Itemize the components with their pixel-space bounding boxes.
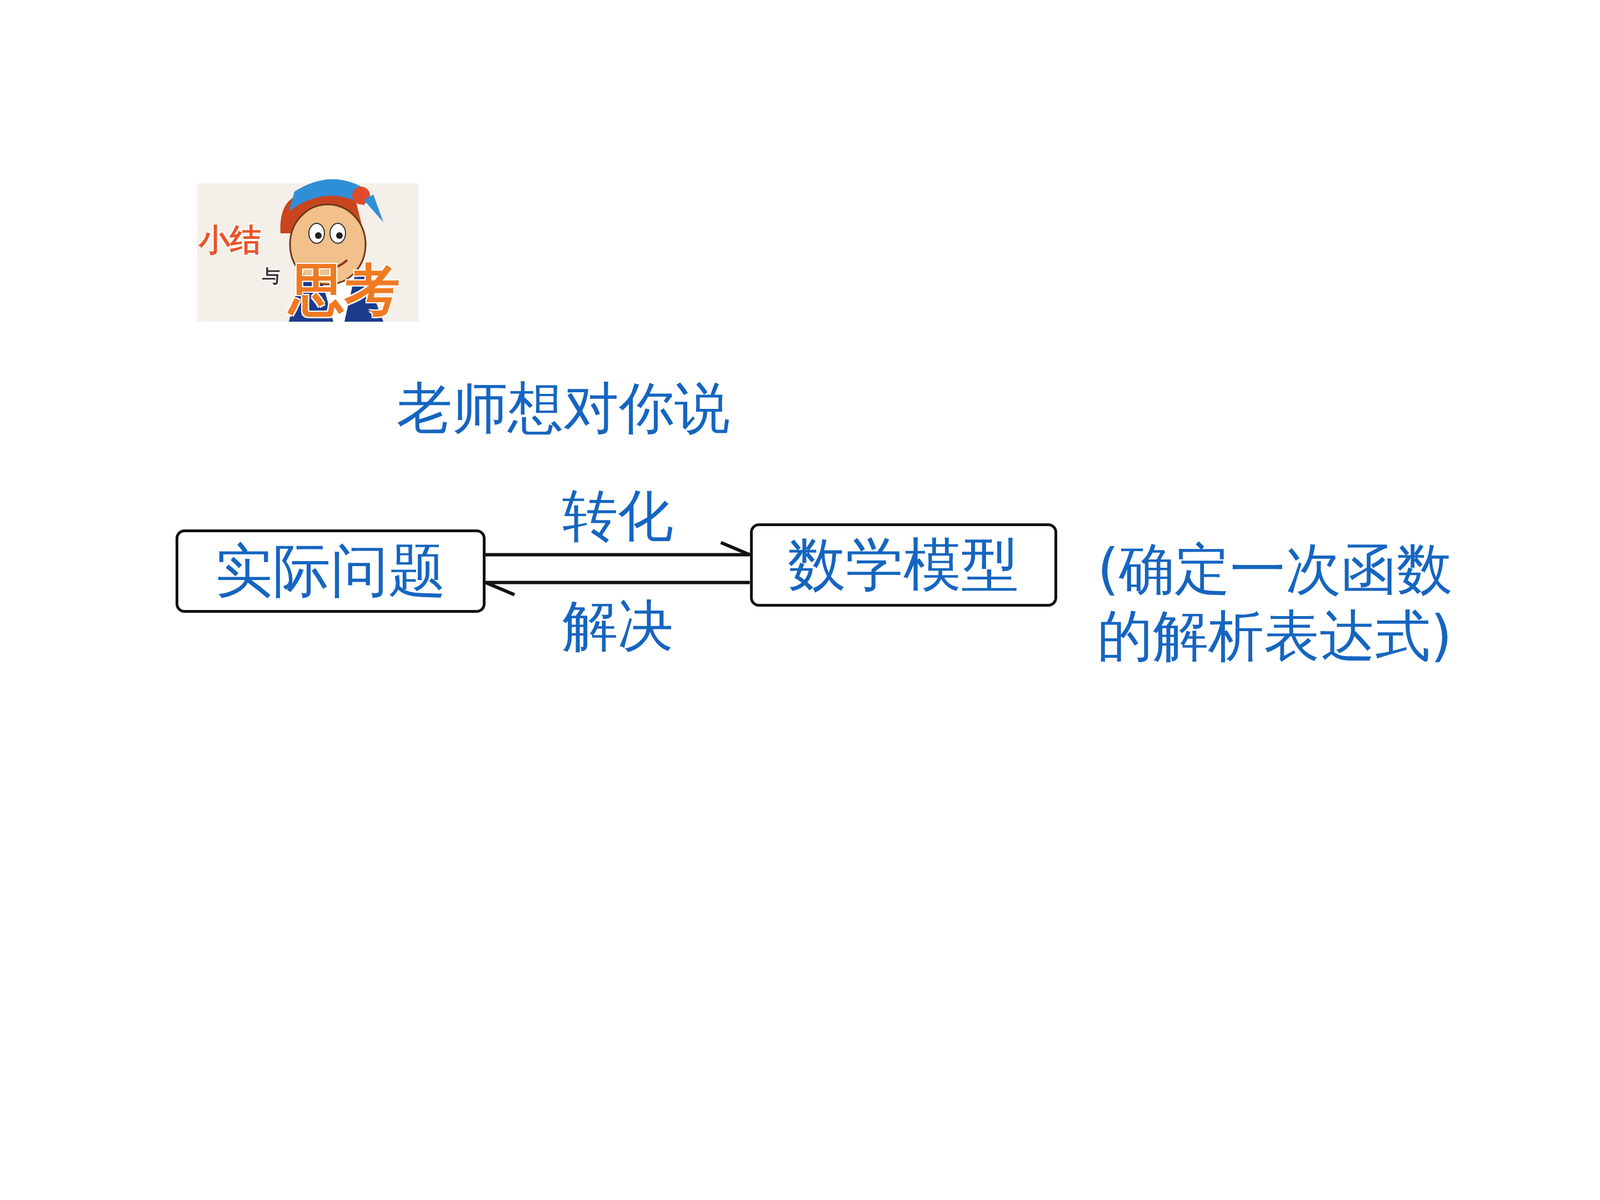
arrow-label: 转化 <box>558 485 677 547</box>
boy-eye <box>330 223 346 244</box>
logo-word: 小结 <box>198 221 262 259</box>
annotation-note: (确定一次函数 的解析表达式) <box>1097 536 1509 670</box>
box-label: 数学模型 <box>787 531 1019 599</box>
bandana-tail <box>363 194 384 223</box>
logo-word: 与 <box>262 265 280 287</box>
boy-bandana <box>288 179 370 212</box>
box-label: 实际问题 <box>215 537 447 605</box>
boy-pupil <box>336 232 343 239</box>
boy-pupil <box>315 232 322 239</box>
logo-word: 思考 <box>288 256 400 324</box>
slide-heading: 老师想对你说 <box>396 377 730 439</box>
arrow-label: 解决 <box>558 595 677 657</box>
harpoon-arrow <box>485 582 750 595</box>
concept-box: 实际问题 <box>175 529 486 613</box>
concept-box: 数学模型 <box>750 523 1058 607</box>
boy-eye <box>308 223 325 244</box>
